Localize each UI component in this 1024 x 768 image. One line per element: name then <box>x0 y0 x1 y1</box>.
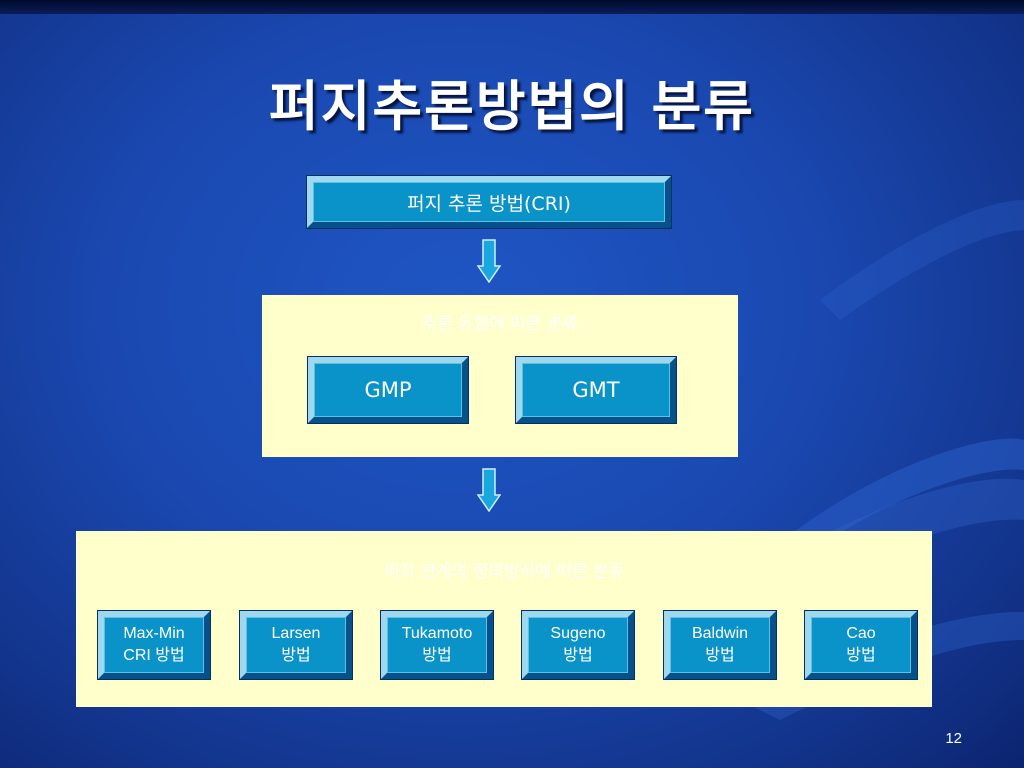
inference-type-panel: 추론 유형에 따른 분류 GMP GMT <box>262 295 738 457</box>
box-inner-border <box>313 182 665 222</box>
box-inner-border <box>104 617 204 673</box>
method-label-line1: Baldwin <box>691 625 749 642</box>
method-label-line2: 방법 <box>846 647 876 664</box>
method-label-line1: Sugeno <box>550 625 606 642</box>
method-label-line1: Max-Min <box>123 625 185 642</box>
method-label-line2: 방법 <box>705 647 735 664</box>
method-label-line2: 방법 <box>422 647 452 664</box>
gmp-box: GMP <box>307 356 469 424</box>
baldwin-box: Baldwin 방법 <box>663 610 777 680</box>
method-label: Larsen 방법 <box>272 623 321 667</box>
method-label: Baldwin 방법 <box>692 623 748 667</box>
method-label-line1: Tukamoto <box>401 625 473 642</box>
box-inner-border <box>387 617 487 673</box>
gmt-box: GMT <box>515 356 677 424</box>
top-band <box>0 0 1024 14</box>
relation-definition-heading: 퍼지 관계의 정의방식에 따른 분류 <box>383 562 625 582</box>
box-inner-border <box>528 617 628 673</box>
box-inner-border <box>670 617 770 673</box>
gmp-label: GMP <box>364 378 412 402</box>
inference-type-heading: 추론 유형에 따른 분류 <box>421 314 579 334</box>
box-inner-border <box>522 363 670 417</box>
box-inner-border <box>811 617 911 673</box>
method-label: Cao 방법 <box>846 623 875 667</box>
method-label-line2: 방법 <box>563 647 593 664</box>
box-inner-border <box>314 363 462 417</box>
slide-title: 퍼지추론방법의 분류 <box>269 75 755 138</box>
box-inner-border <box>246 617 346 673</box>
page-number: 12 <box>945 730 962 747</box>
cao-box: Cao 방법 <box>804 610 918 680</box>
method-label: Tukamoto 방법 <box>402 623 473 667</box>
tukamoto-box: Tukamoto 방법 <box>380 610 494 680</box>
larsen-box: Larsen 방법 <box>239 610 353 680</box>
down-arrow-icon <box>477 468 501 512</box>
method-label-line2: CRI 방법 <box>123 647 185 664</box>
sugeno-box: Sugeno 방법 <box>521 610 635 680</box>
gmt-label: GMT <box>572 378 620 402</box>
cri-method-label: 퍼지 추론 방법(CRI) <box>407 192 571 215</box>
method-label-line2: 방법 <box>281 647 311 664</box>
cri-method-box: 퍼지 추론 방법(CRI) <box>306 175 672 229</box>
down-arrow-icon <box>477 239 501 283</box>
method-label: Sugeno 방법 <box>550 623 605 667</box>
method-label-line1: Larsen <box>271 625 321 642</box>
method-label-line1: Cao <box>846 625 876 642</box>
